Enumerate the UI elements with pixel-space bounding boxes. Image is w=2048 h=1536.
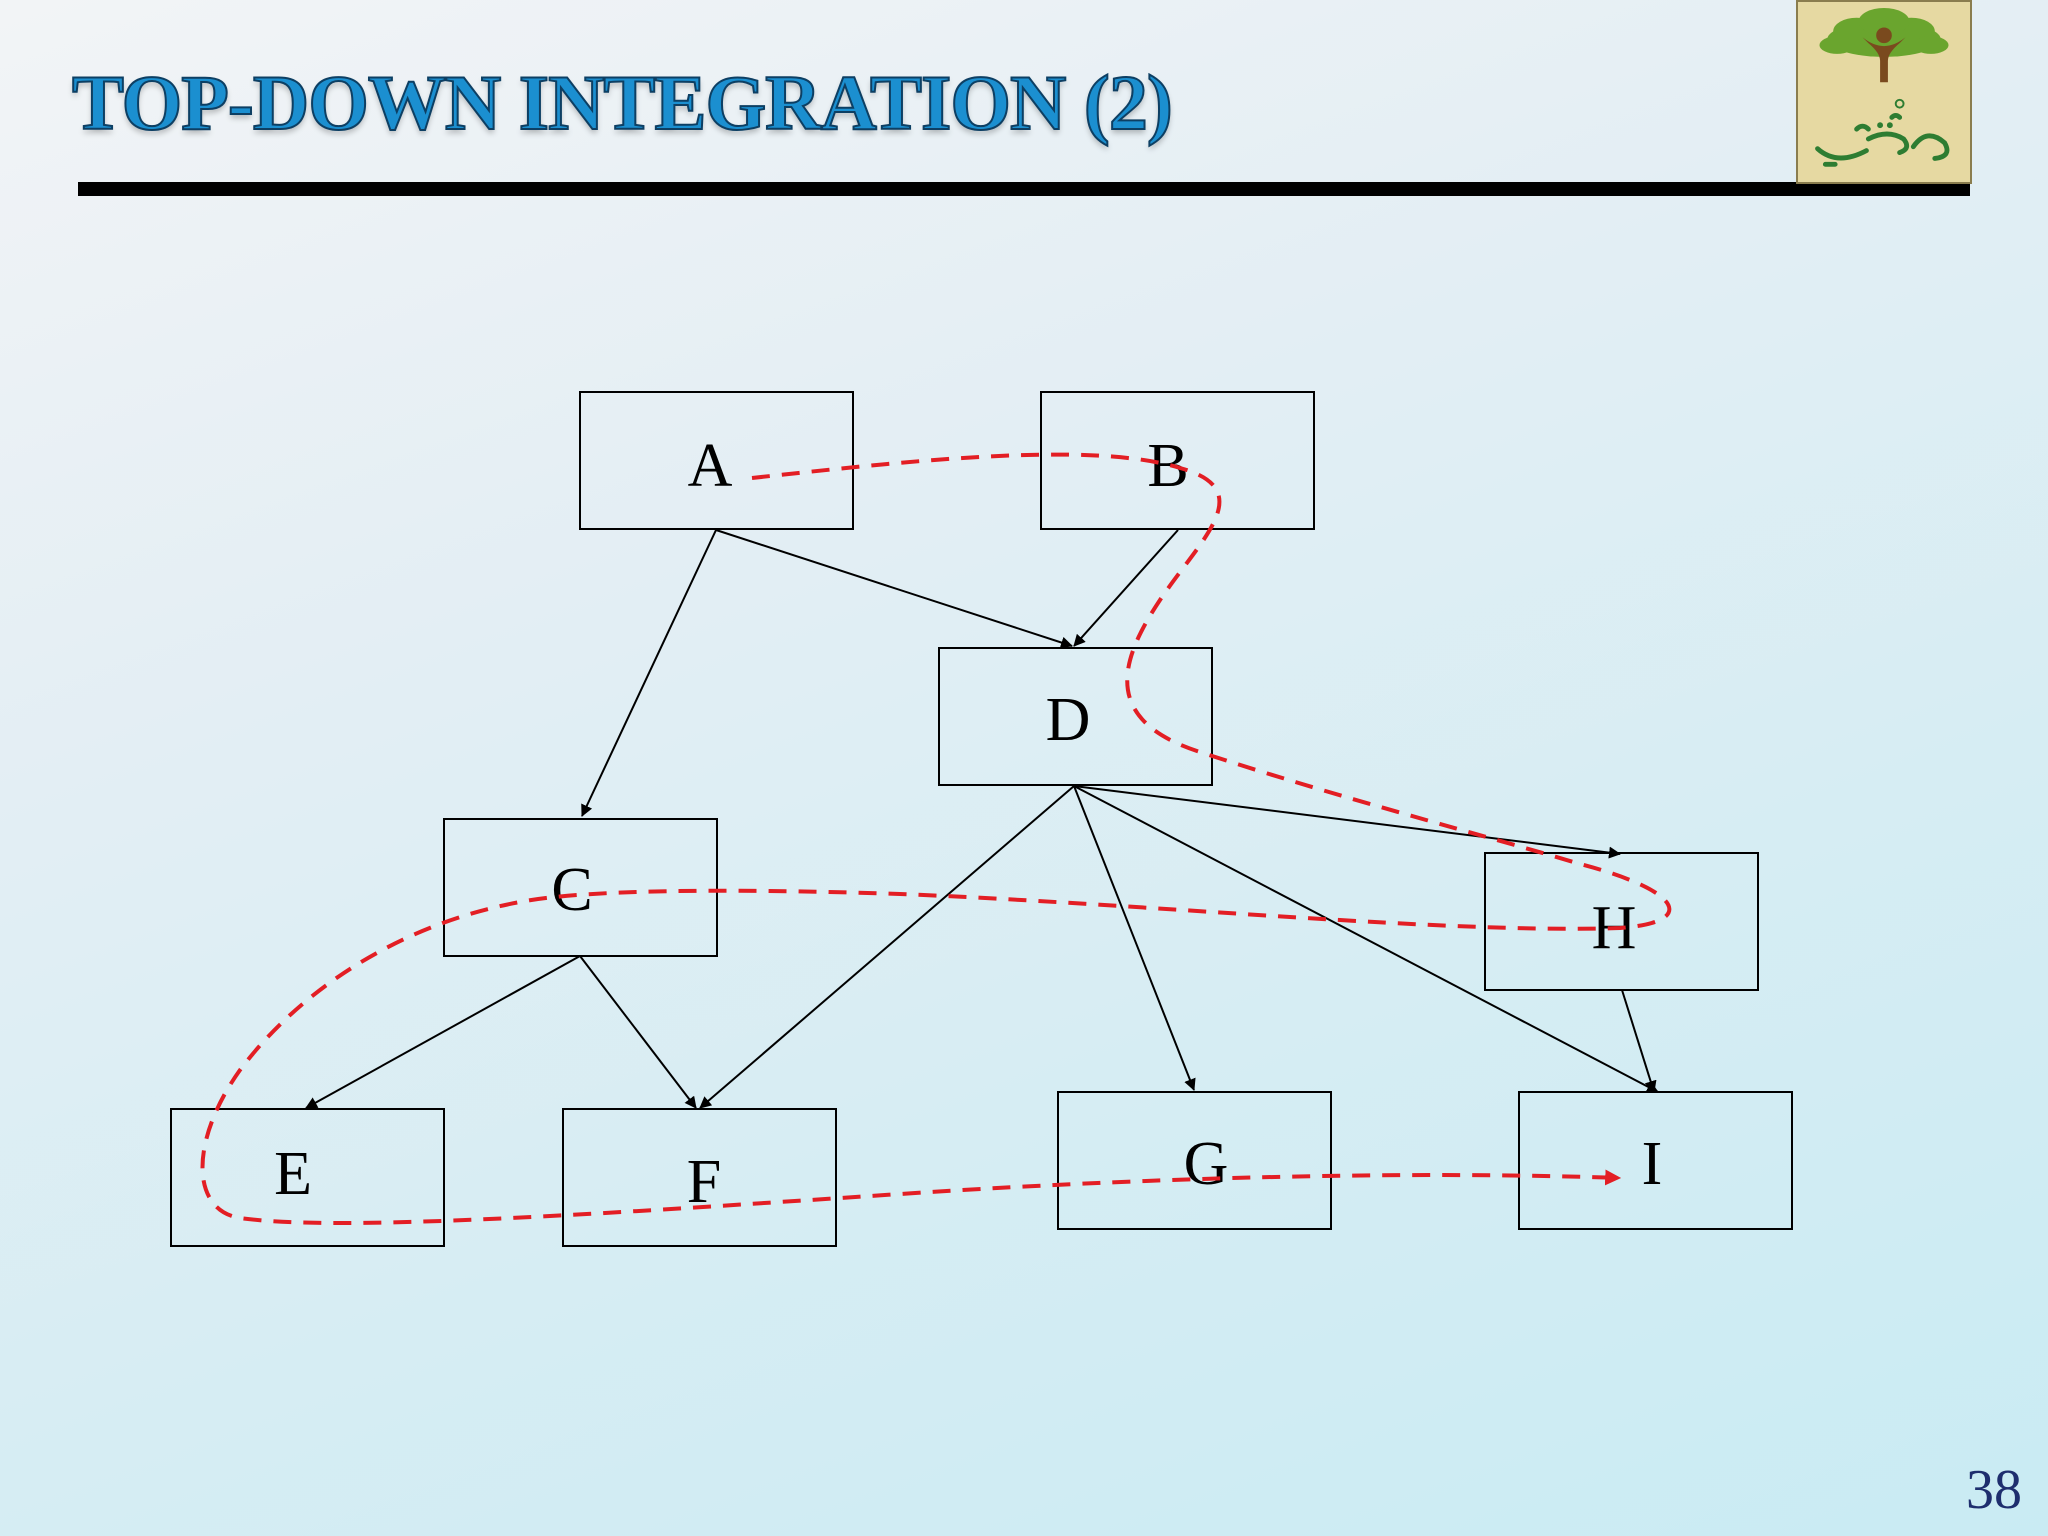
- node-i-label: I: [1642, 1130, 1663, 1198]
- node-e-box: [170, 1108, 445, 1247]
- node-d-box: [938, 647, 1213, 786]
- edge-d-f: [699, 785, 1075, 1109]
- edge-d-h: [1073, 785, 1621, 859]
- node-h-box: [1484, 852, 1759, 991]
- integration-order-path: [200, 452, 1672, 1225]
- tree-person-icon: [1815, 7, 1950, 167]
- edge-c-f: [579, 955, 697, 1109]
- page-number: 38: [1966, 1459, 2022, 1521]
- node-b-box: [1040, 391, 1315, 530]
- edge-b-d: [1073, 529, 1179, 647]
- edge-h-i: [1621, 989, 1657, 1093]
- node-f-label: F: [687, 1148, 721, 1216]
- node-f-box: [562, 1108, 837, 1247]
- node-d-label: D: [1046, 686, 1091, 754]
- slide-title: TOP-DOWN INTEGRATION (2): [71, 58, 1174, 147]
- node-b-label: B: [1147, 432, 1188, 500]
- node-e-label: E: [274, 1140, 312, 1208]
- node-g-label: G: [1184, 1130, 1229, 1198]
- title-underline: [78, 182, 1970, 196]
- edge-c-e: [305, 955, 581, 1109]
- edge-a-c: [581, 529, 717, 817]
- node-c-label: C: [551, 856, 592, 924]
- edge-a-d: [715, 529, 1073, 649]
- edge-d-g: [1073, 785, 1196, 1091]
- node-g-box: [1057, 1091, 1332, 1230]
- node-c-box: [443, 818, 718, 957]
- edge-d-i: [1073, 785, 1659, 1093]
- node-i-box: [1518, 1091, 1793, 1230]
- logo: [1796, 0, 1972, 184]
- node-a-box: [579, 391, 854, 530]
- node-a-label: A: [688, 432, 733, 500]
